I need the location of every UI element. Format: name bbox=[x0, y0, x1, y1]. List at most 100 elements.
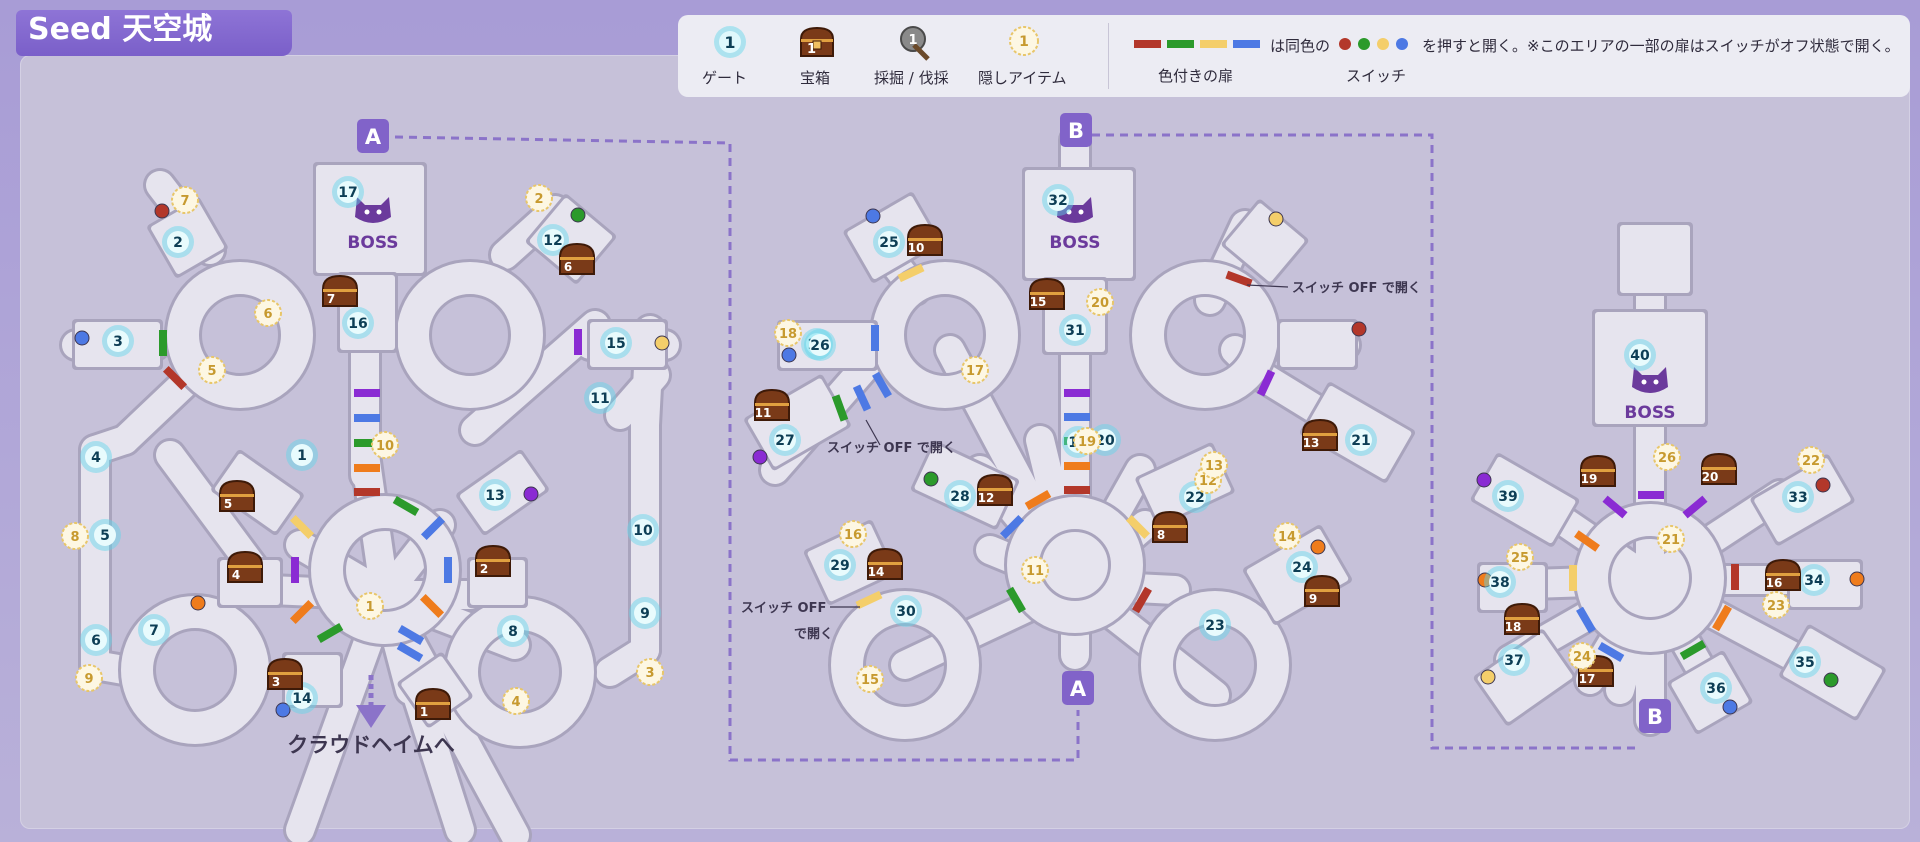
hidden-item-badge bbox=[1797, 446, 1825, 474]
hidden-item-number: 21 bbox=[1662, 533, 1680, 548]
door-purple-18 bbox=[1064, 389, 1090, 397]
gate-number: 37 bbox=[1504, 653, 1523, 669]
door-orange-39 bbox=[1574, 530, 1600, 552]
hidden-item-number: 8 bbox=[70, 530, 79, 545]
gate-icon: 38 bbox=[1484, 566, 1516, 598]
annotation-switch_off_3a: スイッチ OFF bbox=[741, 601, 826, 616]
chest-icon: 7 bbox=[322, 274, 358, 307]
annotation-to_cloudheim: クラウドヘイムへ bbox=[287, 733, 455, 757]
hidden-item-icon: 25 bbox=[1506, 543, 1534, 571]
gate-core bbox=[107, 330, 129, 352]
gate-icon: 33 bbox=[1782, 481, 1814, 513]
chest-number: 12 bbox=[978, 491, 995, 505]
chest-band bbox=[1581, 469, 1615, 472]
chest-number: 18 bbox=[1505, 620, 1522, 634]
gate-core bbox=[1497, 485, 1519, 507]
ring-floor-9 bbox=[1141, 591, 1289, 739]
boss-icon bbox=[1057, 197, 1093, 223]
gate-number: 10 bbox=[633, 523, 653, 539]
boss-head-icon bbox=[1057, 197, 1093, 223]
chest-icon: 14 bbox=[867, 547, 903, 580]
hidden-item-badge bbox=[525, 184, 553, 212]
hidden-item-number: 22 bbox=[1802, 454, 1820, 469]
hidden-item-number: 15 bbox=[861, 673, 879, 688]
room-35 bbox=[1783, 628, 1882, 717]
hidden-item-number: 19 bbox=[1078, 435, 1096, 450]
hidden-item-icon: 1 bbox=[1009, 26, 1039, 56]
chest-band bbox=[1505, 617, 1539, 620]
chest-icon: 9 bbox=[1304, 574, 1340, 607]
hidden-item-icon: 26 bbox=[1653, 443, 1681, 471]
door-blue-23 bbox=[871, 325, 879, 351]
gate-core bbox=[85, 446, 107, 468]
ring-floor-0 bbox=[167, 262, 313, 408]
hidden-item-badge bbox=[61, 522, 89, 550]
gate-core bbox=[1291, 556, 1313, 578]
room-20 bbox=[1280, 322, 1355, 367]
chest-number: 16 bbox=[1766, 576, 1783, 590]
gate-icon: 28 bbox=[944, 480, 976, 512]
area-link-0 bbox=[394, 135, 1080, 762]
door-red-41 bbox=[1731, 564, 1739, 590]
hidden-item-icon: 21 bbox=[1657, 525, 1685, 553]
door-purple-35 bbox=[1256, 369, 1276, 397]
room-37 bbox=[1477, 633, 1573, 722]
gate-core bbox=[502, 620, 524, 642]
gate-core bbox=[1064, 319, 1086, 341]
area-marker-a_bottom bbox=[1062, 671, 1094, 705]
chest-band bbox=[1030, 292, 1064, 295]
chest-number: 7 bbox=[327, 292, 335, 306]
ring-floor-5 bbox=[872, 262, 1018, 408]
chest-icon: 3 bbox=[267, 657, 303, 690]
gate-icon: 2 bbox=[162, 226, 194, 258]
gate-core bbox=[589, 387, 611, 409]
hidden-item-number: 11 bbox=[1026, 564, 1044, 579]
chest-number: 4 bbox=[232, 568, 240, 582]
hidden-item-number: 10 bbox=[376, 439, 394, 454]
gate-number: 8 bbox=[508, 624, 518, 640]
door-blue-19 bbox=[1064, 413, 1090, 421]
gate-number: 22 bbox=[1185, 490, 1204, 506]
boss-eye-icon bbox=[364, 209, 370, 215]
switch-yellow-5 bbox=[654, 335, 670, 351]
door-blue-11 bbox=[444, 557, 452, 583]
gate-core bbox=[1629, 344, 1651, 366]
door-orange-3 bbox=[354, 464, 380, 472]
gate-number: 35 bbox=[1795, 655, 1814, 671]
door-layer bbox=[159, 263, 1739, 662]
hidden-item-number: 23 bbox=[1767, 599, 1785, 614]
hidden-item-number: 6 bbox=[263, 307, 272, 322]
door-purple-38 bbox=[1682, 495, 1708, 519]
chest-number: 10 bbox=[908, 241, 925, 255]
hidden-item-badge bbox=[371, 431, 399, 459]
boss-eye-icon bbox=[1641, 379, 1647, 385]
hidden-item-number: 14 bbox=[1278, 530, 1296, 545]
gate-number: 39 bbox=[1498, 489, 1517, 505]
switch-green-4 bbox=[570, 207, 586, 223]
hidden-item-badge bbox=[839, 520, 867, 548]
hidden-item-icon: 2 bbox=[525, 184, 553, 212]
hidden-item-badge bbox=[1200, 451, 1228, 479]
switch-green-icon bbox=[1358, 38, 1370, 50]
switch-red-12 bbox=[1351, 321, 1367, 337]
door-blue-icon bbox=[1233, 40, 1260, 48]
gate-number: 29 bbox=[830, 558, 849, 574]
gate-icon: 8 bbox=[497, 615, 529, 647]
gate-icon: 24 bbox=[1286, 551, 1318, 583]
gate-icon: 29 bbox=[824, 549, 856, 581]
gate-icon: 35 bbox=[1789, 646, 1821, 678]
switch-blue-20 bbox=[1722, 699, 1738, 715]
chest-band bbox=[978, 488, 1012, 491]
gate-core bbox=[1803, 569, 1825, 591]
switch-purple-9 bbox=[752, 449, 768, 465]
hidden-item-icon: 7 bbox=[171, 186, 199, 214]
gate-icon: 10 bbox=[627, 514, 659, 546]
gate-icon: 5 bbox=[89, 519, 121, 551]
chest-number: 8 bbox=[1157, 528, 1165, 542]
gate-number: 23 bbox=[1205, 618, 1224, 634]
area-links bbox=[394, 133, 1640, 762]
chest-icon: 2 bbox=[475, 544, 511, 577]
hidden-item-icon: 10 bbox=[371, 431, 399, 459]
door-blue-42 bbox=[1576, 606, 1596, 634]
